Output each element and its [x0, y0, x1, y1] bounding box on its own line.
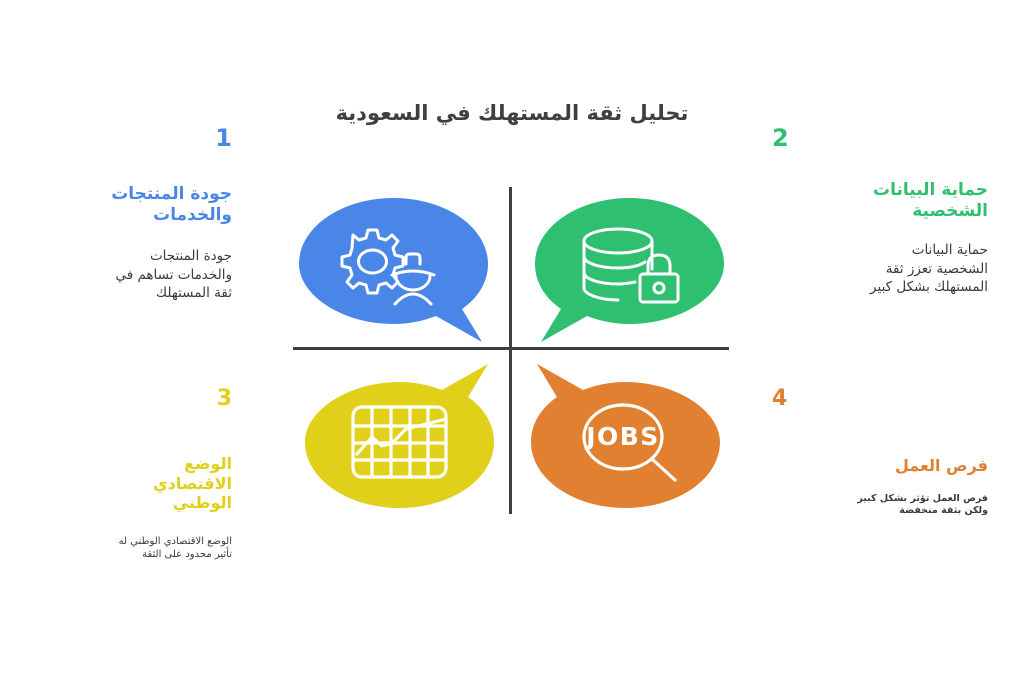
quadrant-body-2: حماية البيانات الشخصية تعزز ثقة المستهلك… — [772, 241, 988, 296]
heading-line: الوضع — [184, 454, 232, 473]
panel-quadrant-3: 3 الوضع الاقتصادي الوطني الوضع الاقتصادي… — [28, 388, 232, 562]
bubble-shape-green — [535, 198, 724, 342]
divider-horizontal — [293, 347, 729, 350]
quadrant-heading-2: حماية البيانات الشخصية — [772, 180, 988, 221]
divider-vertical — [509, 187, 512, 514]
heading-line: فرص العمل — [894, 456, 988, 475]
body-line: ثقة المستهلك — [156, 284, 232, 301]
body-line: تأثير محدود على الثقة — [142, 549, 232, 561]
quadrant-number-3: 3 — [216, 386, 232, 411]
quadrant-heading-1: جودة المنتجات والخدمات — [28, 184, 232, 225]
heading-line: حماية البيانات — [873, 180, 988, 200]
quadrant-heading-3: الوضع الاقتصادي الوطني — [28, 454, 232, 513]
body-line: المستهلك بشكل كبير — [870, 278, 988, 295]
jobs-label: JOBS — [584, 422, 660, 451]
body-line: حماية البيانات — [911, 242, 988, 259]
jobs-magnifier-icon — [582, 403, 677, 482]
heading-line: الاقتصادي — [152, 473, 232, 493]
quadrant-heading-4: فرص العمل — [772, 456, 988, 476]
body-line: ولكن بثقة منخفضة — [899, 505, 988, 517]
page-title: تحليل ثقة المستهلك في السعودية — [335, 101, 689, 125]
heading-line: جودة المنتجات — [111, 184, 232, 204]
heading-line: والخدمات — [153, 204, 232, 225]
bubble-quadrant-2[interactable] — [532, 196, 727, 344]
panel-quadrant-4: 4 فرص العمل فرص العمل تؤثر بشكل كبير ولك… — [772, 388, 988, 518]
quadrant-number-1: 1 — [215, 124, 232, 152]
heading-line: الوطني — [172, 493, 232, 513]
panel-quadrant-2: 2 حماية البيانات الشخصية حماية البيانات … — [772, 126, 988, 296]
heading-line: الشخصية — [912, 200, 988, 221]
quadrant-number-2: 2 — [772, 124, 789, 152]
body-line: والخدمات تساهم في — [115, 266, 232, 283]
body-line: جودة المنتجات — [149, 248, 232, 265]
bubble-quadrant-1[interactable] — [296, 196, 491, 344]
bubble-shape-orange — [531, 364, 720, 508]
body-line: الوضع الاقتصادي الوطني له — [118, 535, 232, 547]
bubble-quadrant-4[interactable]: JOBS — [528, 362, 723, 510]
database-lock-icon — [582, 227, 680, 304]
panel-quadrant-1: 1 جودة المنتجات والخدمات جودة المنتجات و… — [28, 126, 232, 302]
body-line: الشخصية تعزز ثقة — [885, 260, 988, 277]
bubble-quadrant-3[interactable] — [302, 362, 497, 510]
quadrant-body-3: الوضع الاقتصادي الوطني له تأثير محدود عل… — [28, 535, 232, 562]
body-line: فرص العمل تؤثر بشكل كبير — [857, 492, 988, 504]
quadrant-number-4: 4 — [772, 386, 788, 411]
quadrant-body-1: جودة المنتجات والخدمات تساهم في ثقة المس… — [28, 247, 232, 302]
gear-worker-icon — [340, 228, 436, 306]
line-chart-icon — [351, 405, 448, 479]
quadrant-body-4: فرص العمل تؤثر بشكل كبير ولكن بثقة منخفض… — [772, 493, 988, 519]
